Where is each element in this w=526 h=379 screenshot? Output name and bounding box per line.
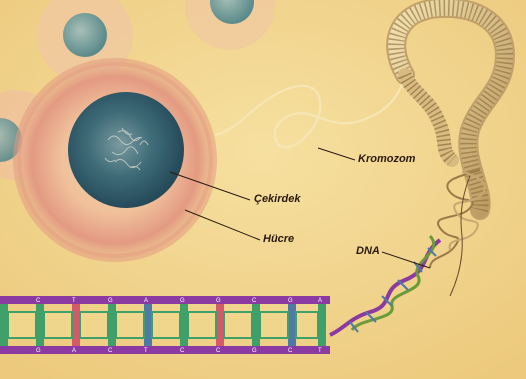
base-top: G [108,298,113,304]
base-bottom: A [72,348,76,354]
label-kromozom: Kromozom [358,153,415,165]
base-bottom: C [216,348,221,354]
base-top: G [216,298,221,304]
label-dna: DNA [356,245,380,257]
label-hucre: Hücre [263,233,294,245]
base-top: G [180,298,185,304]
base-top: C [252,298,257,304]
base-bottom: G [252,348,257,354]
label-cekirdek: Çekirdek [254,193,300,205]
nucleus [68,92,184,208]
base-bottom: T [318,348,322,354]
base-bottom: G [36,348,41,354]
base-bottom: C [180,348,185,354]
base-bottom: T [144,348,148,354]
base-bottom: C [108,348,113,354]
base-top: A [318,298,322,304]
base-top: A [144,298,148,304]
base-top: T [72,298,76,304]
base-top: C [36,298,41,304]
base-top: G [288,298,293,304]
base-bottom: C [288,348,293,354]
